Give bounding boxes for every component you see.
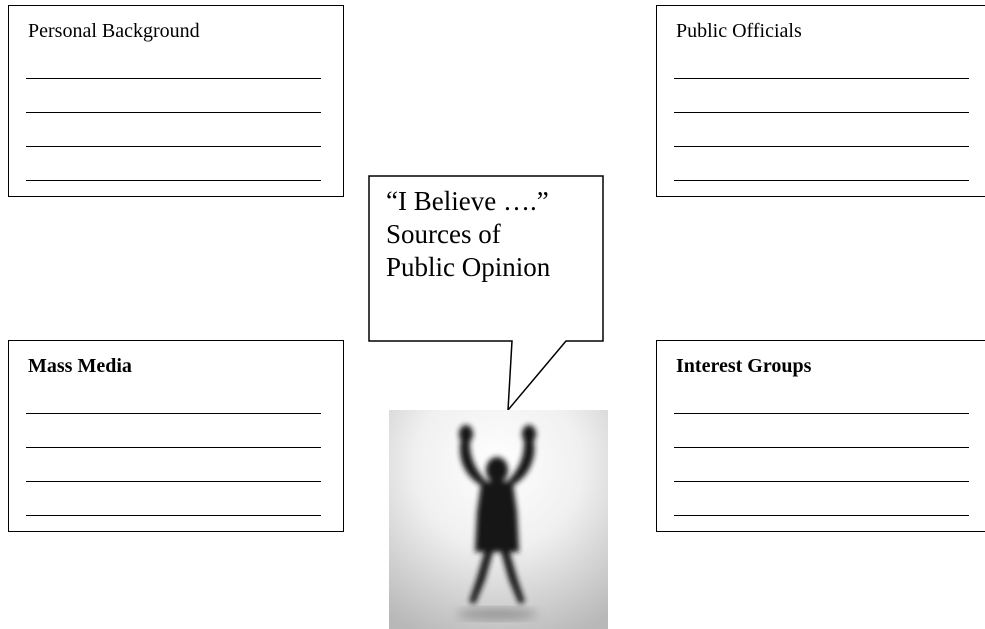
speech-bubble-line: Public Opinion <box>386 252 551 282</box>
blank-line <box>674 78 969 79</box>
public-officials-box: Public Officials <box>656 5 985 197</box>
blank-line <box>674 413 969 414</box>
blank-line <box>26 413 321 414</box>
blank-line <box>26 515 321 516</box>
speech-bubble-text: “I Believe ….” Sources of Public Opinion <box>386 185 550 284</box>
blank-line <box>674 180 969 181</box>
cheering-person-photo <box>389 410 608 629</box>
speech-bubble-line: “I Believe ….” <box>386 186 549 216</box>
blank-line <box>26 78 321 79</box>
blank-line <box>674 447 969 448</box>
interest-groups-box: Interest Groups <box>656 340 985 532</box>
blank-line <box>26 112 321 113</box>
public-officials-title: Public Officials <box>676 20 802 42</box>
blank-line <box>674 112 969 113</box>
speech-bubble-line: Sources of <box>386 219 501 249</box>
blank-line <box>26 481 321 482</box>
mass-media-title: Mass Media <box>28 355 132 377</box>
blank-line <box>26 447 321 448</box>
blank-line <box>26 146 321 147</box>
blank-line <box>674 515 969 516</box>
blank-line <box>674 146 969 147</box>
mass-media-box: Mass Media <box>8 340 344 532</box>
personal-background-title: Personal Background <box>28 20 200 42</box>
interest-groups-title: Interest Groups <box>676 355 812 377</box>
personal-background-box: Personal Background <box>8 5 344 197</box>
blank-line <box>674 481 969 482</box>
blank-line <box>26 180 321 181</box>
